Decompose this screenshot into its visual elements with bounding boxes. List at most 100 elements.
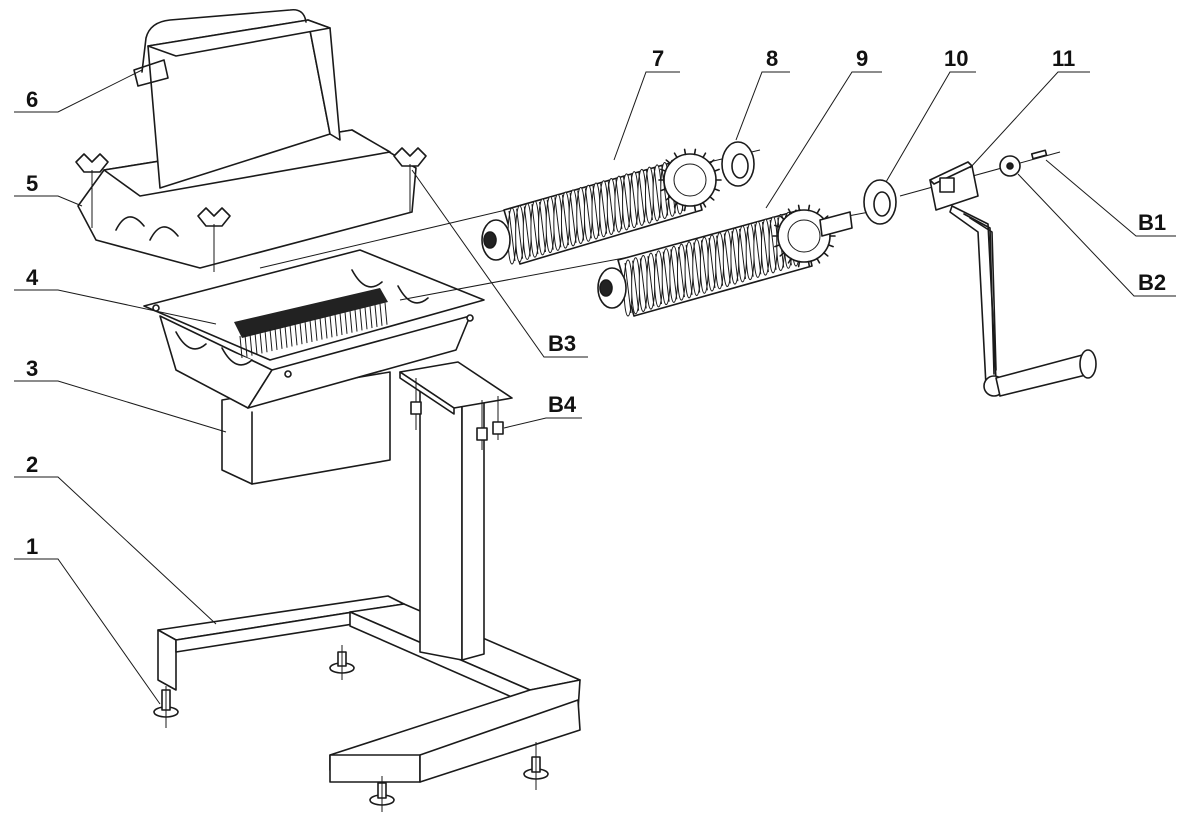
- gear: [658, 148, 722, 212]
- comb-tooth: [349, 310, 353, 333]
- roller-disc-edge: [685, 244, 693, 295]
- comb-tooth: [294, 323, 298, 346]
- gear-tooth: [816, 208, 821, 215]
- roller-disc-edge: [554, 197, 562, 248]
- roller-disc-edge: [754, 224, 762, 275]
- comb-tooth: [324, 316, 328, 339]
- roller-disc-edge: [739, 228, 747, 279]
- label-1: 1: [26, 534, 38, 559]
- gear-hub: [673, 163, 707, 197]
- label-7: 7: [652, 46, 664, 71]
- stand-column: [399, 361, 513, 661]
- gear-tooth: [709, 195, 715, 201]
- label-b2: B2: [1138, 270, 1166, 295]
- gear-tooth: [807, 204, 811, 212]
- roller-disc-edge: [761, 222, 769, 273]
- gear-hub: [787, 219, 821, 253]
- gear-tooth: [660, 188, 667, 192]
- roller-disc-edge: [655, 253, 663, 304]
- comb-tooth: [379, 303, 383, 326]
- roller-disc-edge: [584, 188, 592, 239]
- label-2: 2: [26, 452, 38, 477]
- bearing-ring-10: [863, 179, 897, 225]
- foot: [369, 776, 395, 812]
- lower-roller: [399, 204, 881, 317]
- label-3: 3: [26, 356, 38, 381]
- comb-tooth: [384, 302, 388, 325]
- roller-disc-edge: [677, 247, 685, 298]
- roller-disc-edge: [708, 237, 716, 289]
- gear-tooth: [660, 168, 667, 172]
- stand-base: [153, 595, 581, 812]
- comb-tooth: [359, 308, 363, 331]
- roller-disc-edge: [546, 199, 554, 250]
- comb-tooth: [304, 321, 308, 344]
- gear-tooth: [787, 257, 792, 264]
- roller-disc-edge: [523, 206, 531, 257]
- gear: [772, 204, 836, 268]
- gear-tooth: [823, 251, 829, 257]
- roller-disc-edge: [769, 219, 777, 270]
- gear-tooth: [816, 257, 821, 264]
- label-b1: B1: [1138, 210, 1166, 235]
- gear-tooth: [683, 148, 687, 156]
- comb-tooth: [279, 326, 283, 349]
- comb-tooth: [274, 327, 278, 350]
- foot: [523, 742, 549, 790]
- gear-tooth: [693, 148, 697, 156]
- roller-disc-edge: [577, 190, 585, 241]
- leader-lines: [14, 69, 1176, 705]
- comb-tooth: [254, 332, 258, 355]
- roller-disc-edge: [600, 183, 608, 234]
- comb-tooth: [329, 315, 333, 338]
- roller-disc-edge: [662, 251, 670, 302]
- comb-tooth: [289, 324, 293, 347]
- wing-nut: [75, 153, 109, 228]
- label-b3: B3: [548, 331, 576, 356]
- roller-disc-edge: [638, 172, 646, 223]
- label-5: 5: [26, 171, 38, 196]
- roller-disc-edge: [561, 195, 569, 246]
- comb-tooth: [344, 311, 348, 334]
- gear-tooth: [797, 204, 801, 212]
- gear-tooth: [702, 201, 707, 208]
- gear-tooth: [779, 251, 785, 257]
- roller-disc-edge: [623, 176, 631, 227]
- gear-tooth: [713, 168, 720, 172]
- roller-disc-edge: [716, 235, 724, 286]
- gear-tooth: [683, 204, 687, 212]
- foot: [153, 686, 179, 728]
- roller-disc-edge: [632, 260, 640, 311]
- roller-disc-edge: [731, 231, 739, 282]
- roller-disc-edge: [647, 256, 655, 307]
- upper-roller: [259, 148, 761, 269]
- roller-disc-edge: [592, 185, 600, 237]
- comb-tooth: [309, 319, 313, 342]
- gear-tooth: [807, 260, 811, 268]
- roller-disc-edge: [630, 174, 638, 225]
- comb-tooth: [259, 331, 263, 354]
- comb-tooth: [299, 322, 303, 345]
- roller-teeth: [507, 157, 685, 265]
- gear-tooth: [779, 215, 785, 221]
- gear-tooth: [702, 152, 707, 159]
- comb-tooth: [264, 330, 268, 353]
- roller-disc-edge: [723, 233, 731, 284]
- roller-disc-edge: [569, 192, 577, 243]
- roller-disc-edge: [607, 181, 615, 232]
- comb-tooth: [284, 325, 288, 348]
- comb-tooth: [374, 304, 378, 327]
- comb-tooth: [269, 329, 273, 352]
- label-b4: B4: [548, 392, 577, 417]
- roller-disc-edge: [661, 165, 669, 216]
- roller-disc-edge: [653, 167, 661, 218]
- wing-nut: [197, 207, 231, 272]
- wing-nut: [393, 147, 427, 212]
- label-9: 9: [856, 46, 868, 71]
- gear-tooth: [665, 195, 671, 201]
- crank-handle: [899, 149, 1097, 397]
- comb-tooth: [244, 334, 248, 357]
- label-6: 6: [26, 87, 38, 112]
- comb-teeth: [239, 302, 388, 359]
